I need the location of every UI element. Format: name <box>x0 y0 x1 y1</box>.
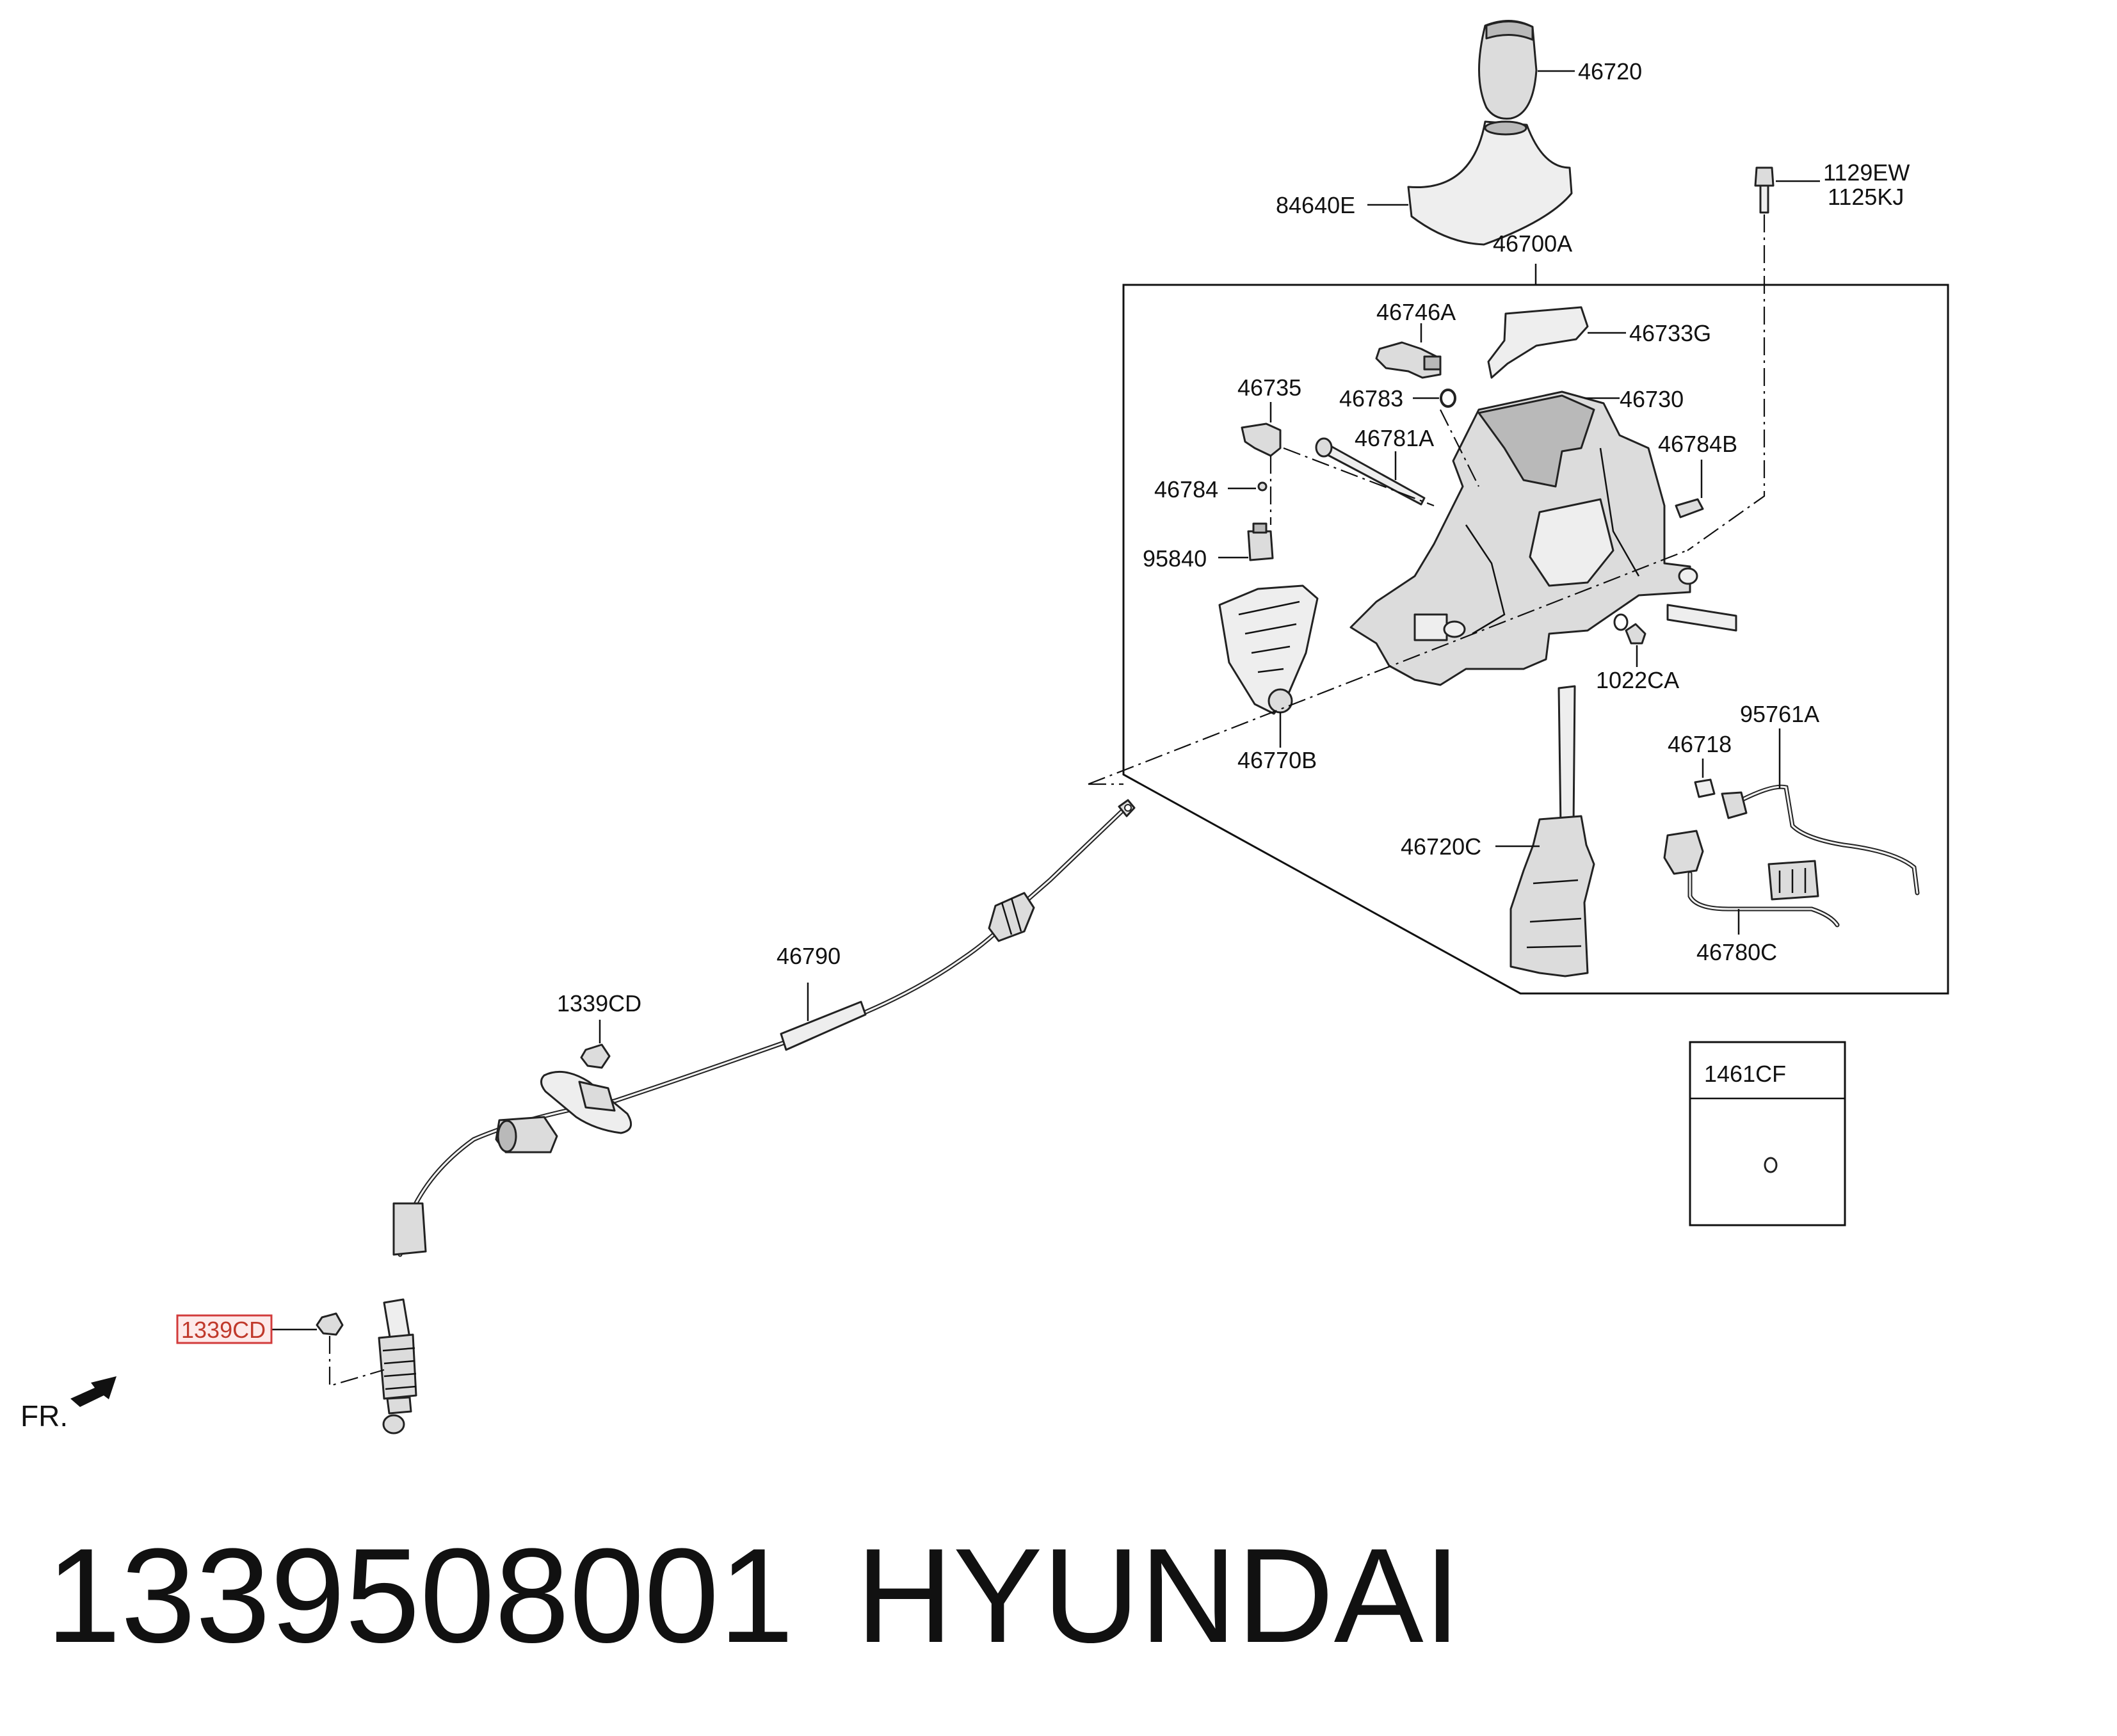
label-46784: 46784 <box>1154 476 1218 502</box>
shift-lever-46720C: 46720C <box>1401 685 1595 977</box>
label-46746A: 46746A <box>1376 299 1456 325</box>
label-1339CD-top: 1339CD <box>557 990 641 1017</box>
label-46730: 46730 <box>1620 386 1684 412</box>
label-46720: 46720 <box>1578 58 1642 84</box>
label-95761A: 95761A <box>1740 701 1819 727</box>
clip-46718: 46718 <box>1668 731 1732 798</box>
footer-brand: HYUNDAI <box>856 1520 1461 1671</box>
footer-part-number: 1339508001 <box>46 1520 794 1671</box>
shifter-housing-46730: 46730 <box>1349 386 1698 686</box>
label-46770B: 46770B <box>1237 747 1317 773</box>
pin-46784: 46784 <box>1154 476 1268 502</box>
arrow-icon <box>70 1376 117 1407</box>
label-fr: FR. <box>20 1399 68 1433</box>
cover-46733G: 46733G <box>1487 306 1711 379</box>
label-46718: 46718 <box>1668 731 1732 757</box>
label-1022CA: 1022CA <box>1596 667 1679 693</box>
shift-cable-46790: 46790 <box>378 799 1136 1435</box>
pin-46781A: 46781A <box>1315 425 1434 506</box>
label-46780C: 46780C <box>1696 939 1777 965</box>
part-box-1461CF: 1461CF <box>1689 1041 1846 1226</box>
assembly-frame-46700A <box>1122 284 1949 995</box>
label-1129EW: 1129EW <box>1823 159 1910 186</box>
highlight-box <box>176 1314 273 1344</box>
label-95840: 95840 <box>1143 545 1207 572</box>
label-46720C: 46720C <box>1401 833 1481 860</box>
label-46781A: 46781A <box>1355 425 1434 451</box>
clip-46784B: 46784B <box>1658 431 1737 518</box>
sensor-46735: 46735 <box>1237 374 1301 457</box>
shift-knob-46720: 46720 <box>1478 19 1642 120</box>
label-46783: 46783 <box>1339 385 1403 412</box>
nut-1339CD-highlight: 1339CD <box>176 1312 385 1387</box>
lever-46746A: 46746A <box>1375 299 1456 379</box>
label-46733G: 46733G <box>1629 320 1711 346</box>
nut-1022CA: 1022CA <box>1596 604 1737 693</box>
label-84640E: 84640E <box>1276 192 1355 218</box>
label-46784B: 46784B <box>1658 431 1737 457</box>
label-1339CD-highlight: 1339CD <box>181 1317 266 1343</box>
nut-1339CD-top: 1339CD <box>557 990 641 1069</box>
harness-95761A: 95761A <box>1721 701 1920 896</box>
shift-boot-84640E: 84640E <box>1276 120 1573 246</box>
front-arrow: FR. <box>20 1376 117 1433</box>
label-46790: 46790 <box>777 943 841 969</box>
bolt-1129EW: 1129EW 1125KJ <box>1687 159 1910 551</box>
nut-icon <box>1764 1157 1778 1173</box>
label-1461CF: 1461CF <box>1704 1061 1786 1087</box>
label-46700A: 46700A <box>1493 230 1572 257</box>
label-46735: 46735 <box>1237 374 1301 401</box>
label-1125KJ: 1125KJ <box>1828 184 1904 210</box>
ring-46783: 46783 <box>1339 385 1456 412</box>
switch-95840: 95840 <box>1143 522 1274 572</box>
harness-46780C: 46780C <box>1663 830 1840 965</box>
plate-46770B: 46770B <box>1218 584 1319 773</box>
